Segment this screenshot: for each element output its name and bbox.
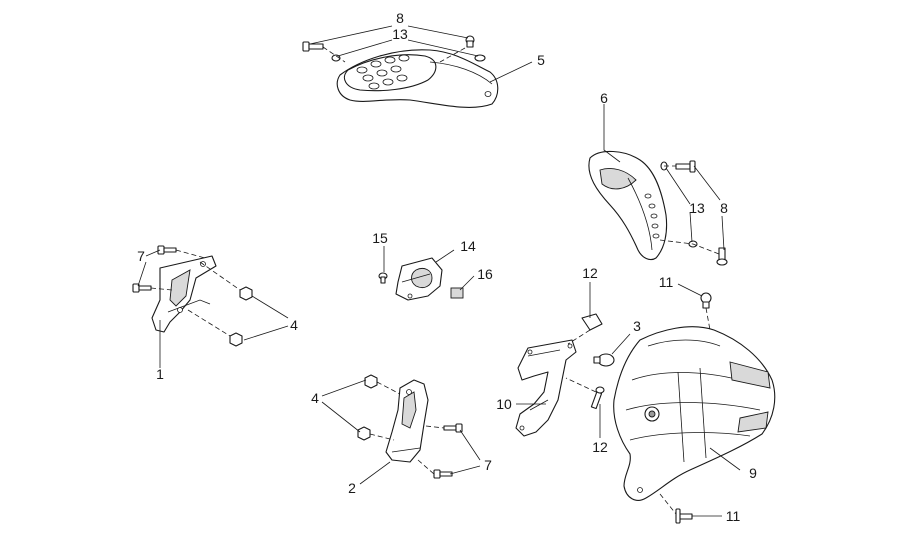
part-6-heat-shield [588,150,668,261]
callout-2: 2 [348,480,356,496]
part-4-nut-lower-upper [364,374,378,389]
part-11-screw-upper [700,292,712,309]
part-8-bolt-top-left [302,41,324,52]
part-13-washer-top-left [331,54,341,62]
callout-10: 10 [496,396,512,412]
part-1-bracket [151,255,217,333]
callout-7-left: 7 [137,248,145,264]
part-10-bracket [515,339,577,437]
part-9-exhaust-cover [613,326,776,501]
callout-12-upper: 12 [582,265,598,281]
callout-13-top: 13 [392,26,408,42]
part-8-bolt-top-right [465,35,475,48]
callout-13-right: 13 [689,200,705,216]
callout-11-upper: 11 [658,274,674,290]
callout-4-left: 4 [290,317,298,333]
callout-1: 1 [156,366,164,382]
callout-5: 5 [537,52,545,68]
callout-8-right: 8 [720,200,728,216]
part-7-bolt-lower-bottom [433,469,453,479]
part-8-bolt-right-lower [716,247,728,266]
callout-6: 6 [600,90,608,106]
callout-12-lower: 12 [592,439,608,455]
callout-4-lower: 4 [311,390,319,406]
part-4-nut-left-upper [239,286,253,301]
part-7-bolt-left-upper [157,245,177,255]
part-7-bolt-left-lower [132,283,152,293]
part-16-pad [450,287,464,299]
part-11-screw-lower [675,508,693,524]
leader-lines [137,25,741,517]
part-2-bracket [385,379,429,463]
part-14-clamp [395,257,443,301]
part-12-clip-upper [581,313,603,331]
callout-14: 14 [460,238,476,254]
callout-8-top: 8 [396,10,404,26]
part-15-screw [378,272,388,284]
part-4-nut-left-lower [229,332,243,347]
callout-3: 3 [633,318,641,334]
callout-16: 16 [477,266,493,282]
part-13-washer-top-right [474,54,486,62]
callout-11-lower: 11 [725,508,741,524]
callout-15: 15 [372,230,388,246]
part-4-nut-lower-lower [357,426,371,441]
part-12-bolt-lower [590,386,605,410]
callout-7-lower: 7 [484,457,492,473]
part-7-bolt-lower-right [443,423,463,433]
part-3-grommet [593,353,615,367]
part-8-bolt-right-upper [675,160,696,173]
part-5-heat-shield [336,49,499,108]
callout-9: 9 [749,465,757,481]
